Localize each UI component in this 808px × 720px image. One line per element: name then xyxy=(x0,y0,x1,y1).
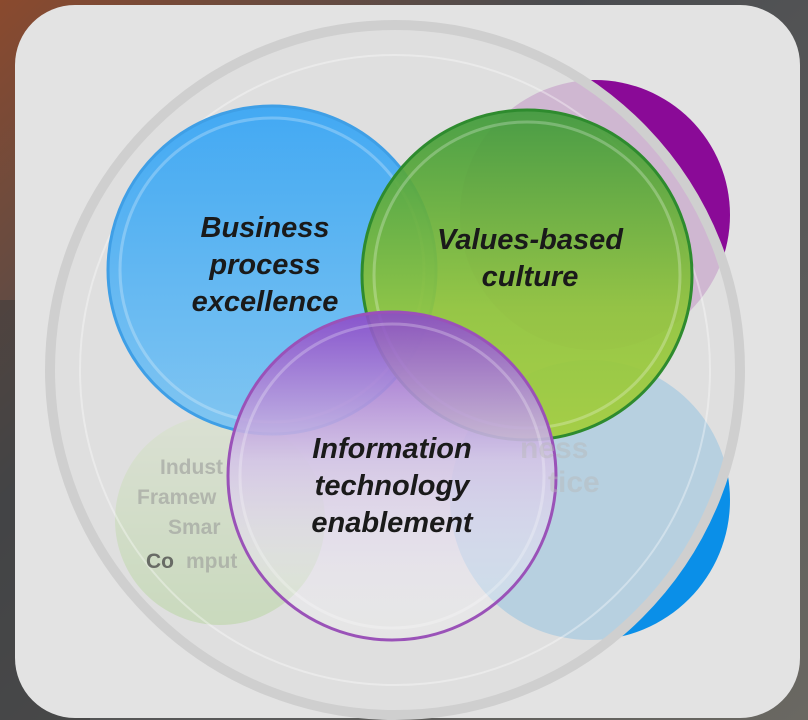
label-values-culture: Values-based culture xyxy=(400,222,660,296)
label-information-technology-line-1: Information xyxy=(312,433,472,465)
label-business-process-line-1: Business xyxy=(200,212,330,244)
faded-text-smarter: Smar xyxy=(168,516,221,539)
label-information-technology: Information technology enablement xyxy=(272,431,512,542)
circle-information-technology xyxy=(226,310,558,642)
label-information-technology-line-3: enablement xyxy=(311,507,473,539)
label-business-process-line-2: process xyxy=(209,249,321,281)
faded-text-industry: Indust xyxy=(160,456,223,479)
faded-text-framework: Framew xyxy=(137,486,217,509)
inner-overlay-ring xyxy=(79,54,711,686)
label-values-culture-line-2: culture xyxy=(481,261,579,293)
faded-text-business: ness xyxy=(520,432,589,465)
circle-information-technology-inner-ring xyxy=(238,322,546,630)
faded-text-computing-end: mput xyxy=(186,550,238,573)
label-business-process: Business process excellence xyxy=(155,210,375,321)
faded-text-computing-start: Co xyxy=(146,550,174,573)
faded-text-practice: tice xyxy=(548,466,600,499)
label-values-culture-line-1: Values-based xyxy=(437,224,623,256)
label-information-technology-line-2: technology xyxy=(314,470,470,502)
label-business-process-line-3: excellence xyxy=(191,286,339,318)
